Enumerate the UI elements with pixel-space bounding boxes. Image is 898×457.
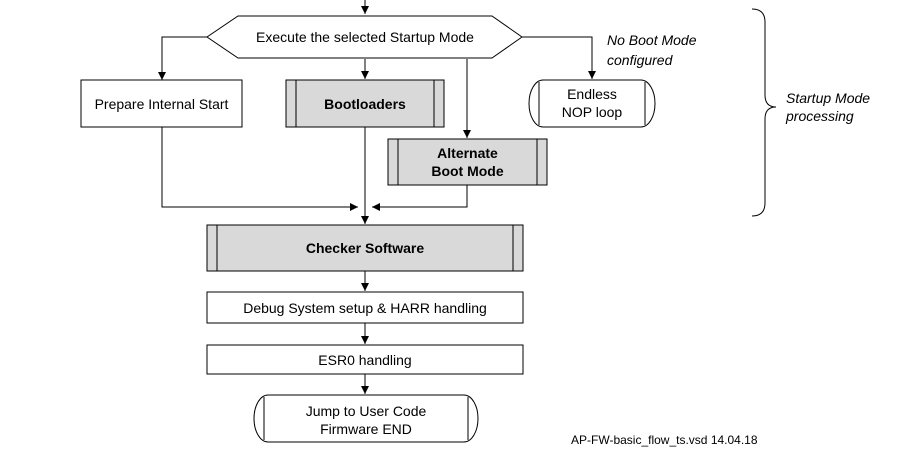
debug-label: Debug System setup & HARR handling xyxy=(243,300,487,316)
alternate-boot-mode-box: Alternate Boot Mode xyxy=(387,138,548,186)
no-boot-note-line-2: configured xyxy=(607,52,674,68)
endless-shape xyxy=(528,79,656,128)
prepare-shape xyxy=(80,79,243,128)
bootloaders-box: Bootloaders xyxy=(285,79,445,128)
end-shape xyxy=(253,394,479,443)
connectors xyxy=(158,0,596,394)
startup-mode-processing-note: Startup Mode processing xyxy=(751,8,870,217)
startup-note-line-1: Startup Mode xyxy=(786,90,870,106)
endless-nop-loop-terminator: Endless NOP loop xyxy=(528,79,656,128)
alternate-to-merge xyxy=(372,185,468,211)
decision-shape xyxy=(206,15,523,59)
arrow-to-endless xyxy=(522,36,596,79)
no-boot-note-line-1: No Boot Mode xyxy=(607,32,697,48)
prepare-to-merge xyxy=(161,127,358,211)
endless-label-line-2: NOP loop xyxy=(562,104,623,120)
no-boot-mode-note: No Boot Mode configured xyxy=(607,32,697,68)
decision-label: Execute the selected Startup Mode xyxy=(256,29,474,45)
decision-execute-startup-mode: Execute the selected Startup Mode xyxy=(206,15,523,59)
endless-label-line-1: Endless xyxy=(567,86,617,102)
prepare-label: Prepare Internal Start xyxy=(95,96,229,112)
curly-brace xyxy=(751,8,777,217)
checker-shape xyxy=(206,224,524,272)
debug-shape xyxy=(206,291,524,324)
end-label-line-2: Firmware END xyxy=(320,421,412,437)
esr0-shape xyxy=(206,344,524,375)
debug-system-setup-box: Debug System setup & HARR handling xyxy=(206,291,524,324)
checker-label: Checker Software xyxy=(306,240,424,256)
startup-note-line-2: processing xyxy=(785,108,854,124)
end-label-line-1: Jump to User Code xyxy=(306,403,427,419)
arrow-to-prepare xyxy=(158,36,207,80)
alternate-shape xyxy=(387,138,548,186)
bootloaders-label: Bootloaders xyxy=(324,96,406,112)
alternate-label-line-1: Alternate xyxy=(437,145,498,161)
esr0-handling-box: ESR0 handling xyxy=(206,344,524,375)
esr0-label: ESR0 handling xyxy=(318,352,411,368)
jump-to-user-code-terminator: Jump to User Code Firmware END xyxy=(253,394,479,443)
footer-filename: AP-FW-basic_flow_ts.vsd 14.04.18 xyxy=(571,433,758,447)
alternate-label-line-2: Boot Mode xyxy=(431,163,504,179)
checker-software-box: Checker Software xyxy=(206,224,524,272)
bootloaders-shape xyxy=(285,79,445,128)
prepare-internal-start-box: Prepare Internal Start xyxy=(80,79,243,128)
